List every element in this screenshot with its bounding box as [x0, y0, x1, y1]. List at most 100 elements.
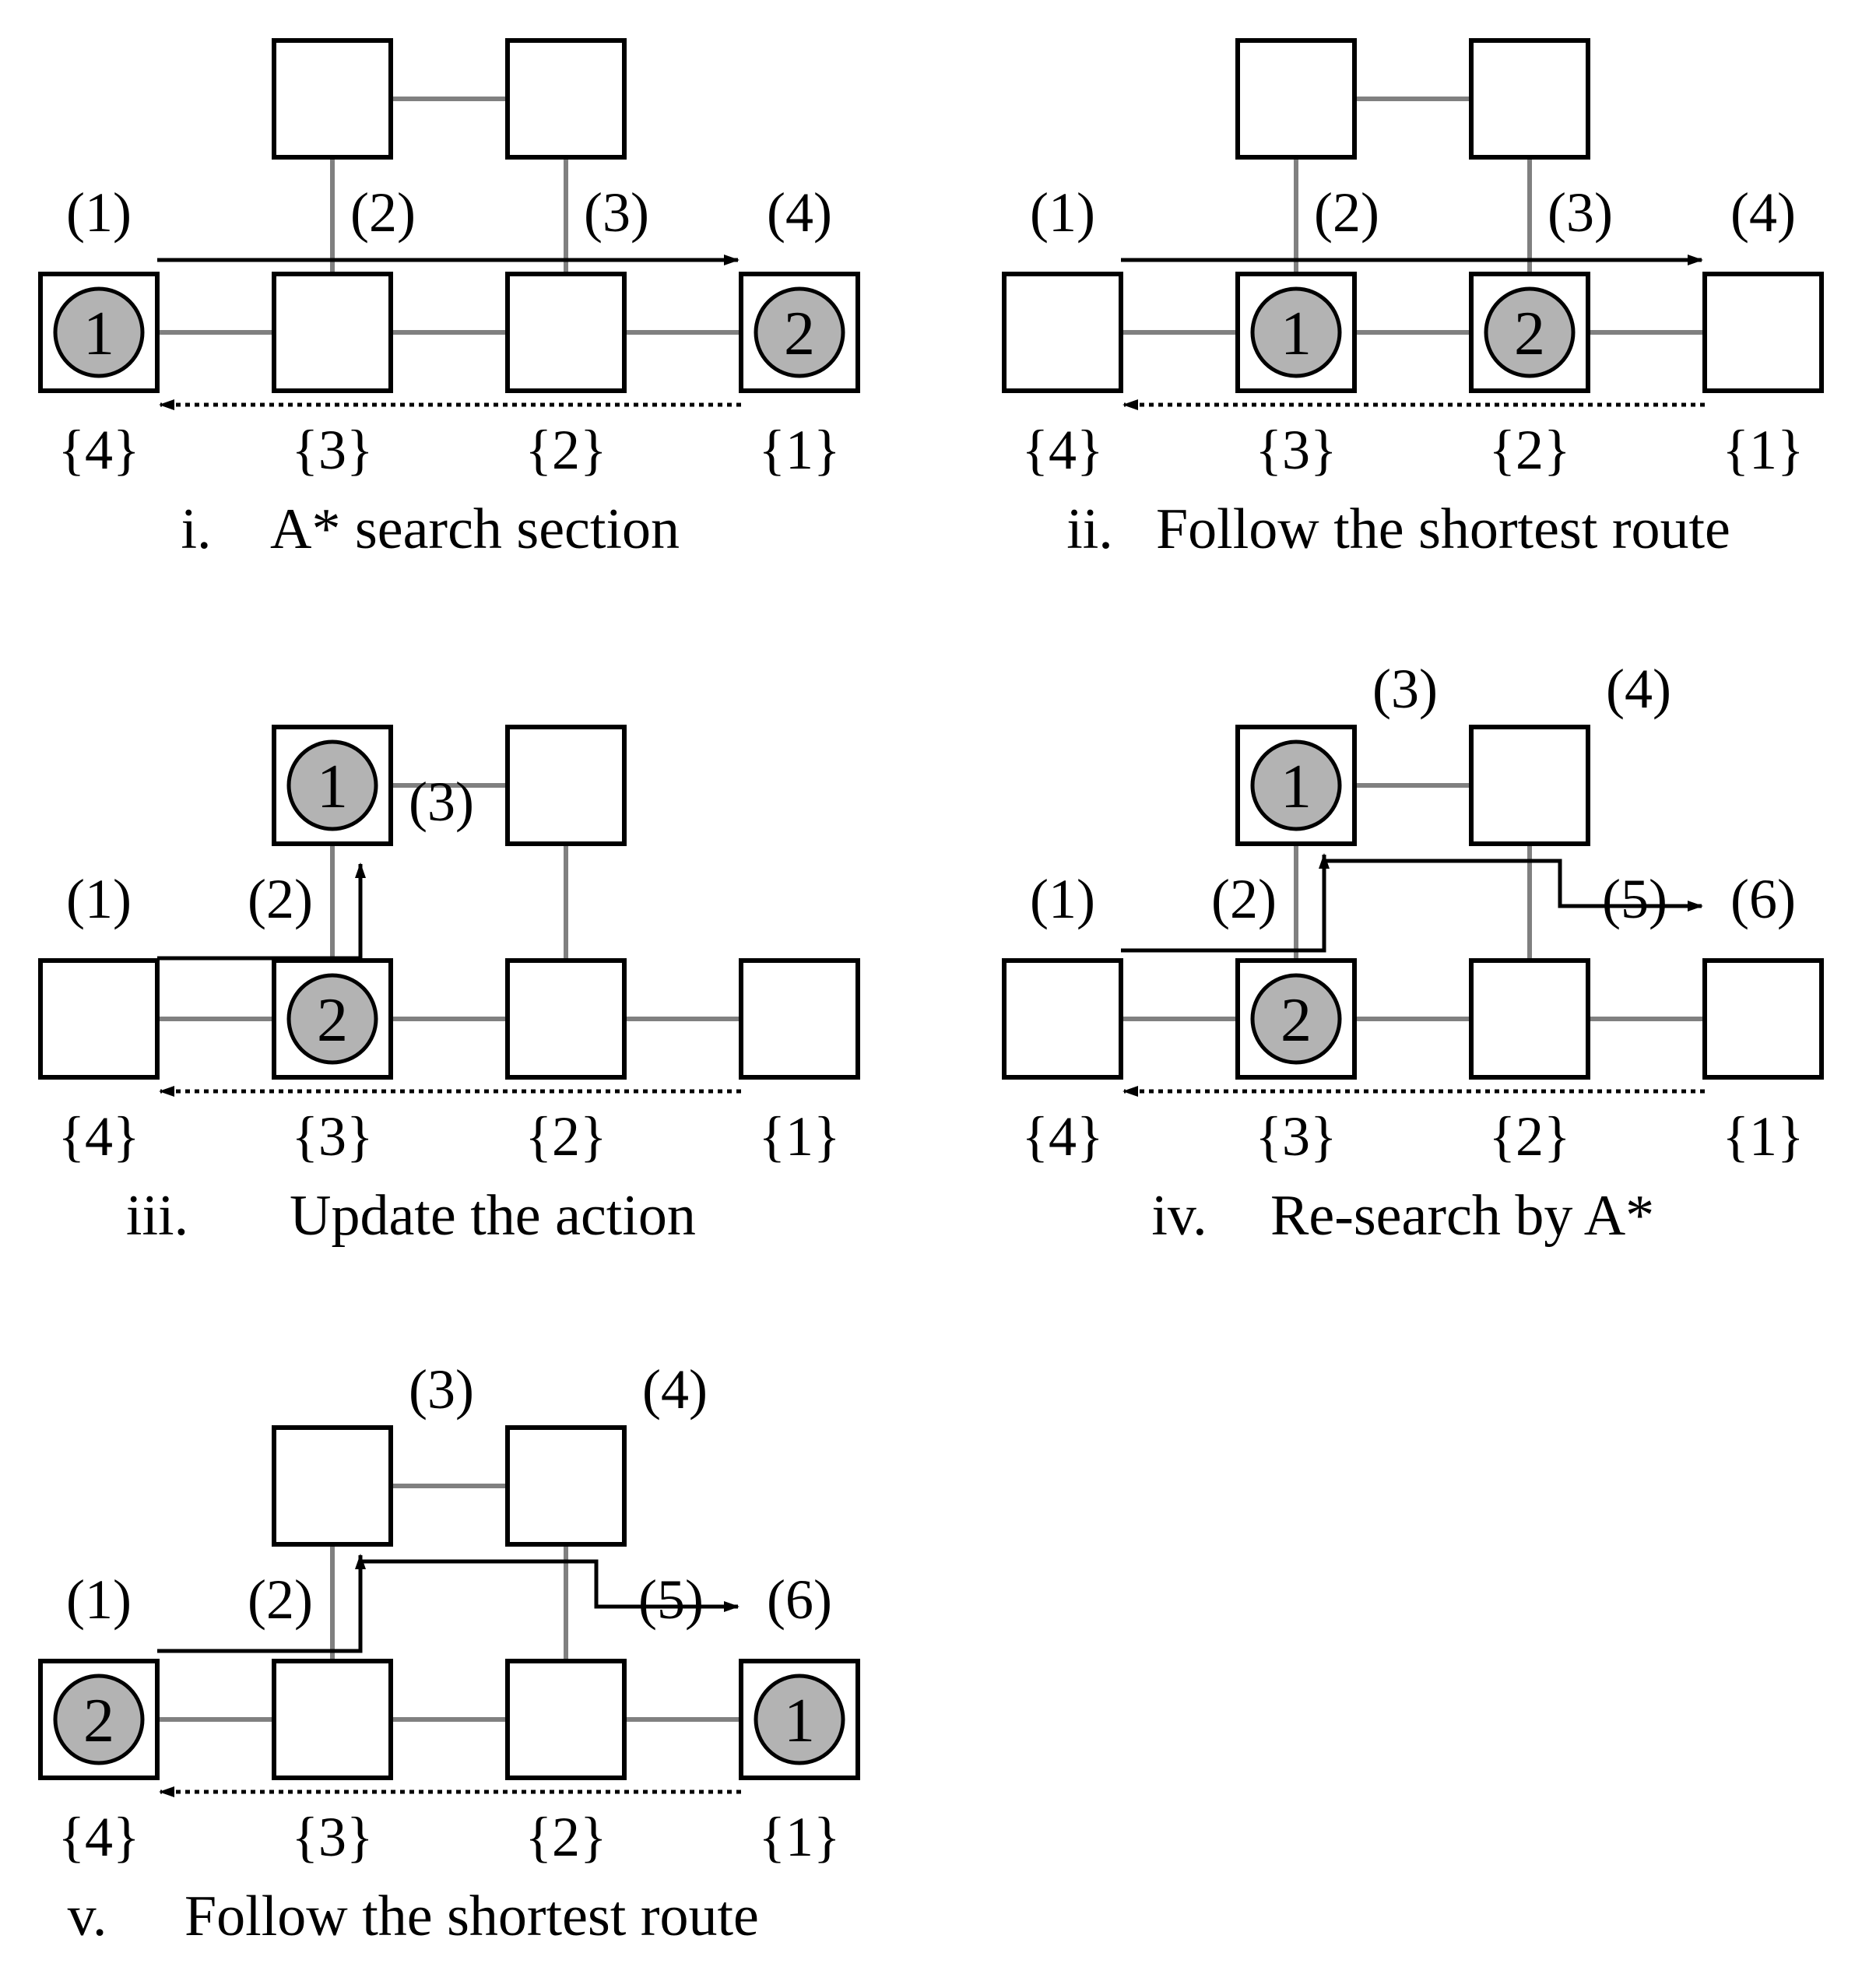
panel-ii: 1 2 (1) (2) (3) (4) {4} {3} {2} {1} ii.Follow the …: [1002, 38, 1824, 561]
step-label: (2): [248, 868, 313, 930]
node-box-top-2: [505, 38, 627, 160]
route-arrow: [157, 862, 741, 1097]
node-box-top-1: [272, 1425, 393, 1547]
step-label: (4): [1606, 658, 1671, 720]
cost-label: {2}: [525, 419, 606, 481]
node-box-bottom-2: [1469, 958, 1590, 1080]
caption-text: Follow the shortest route: [184, 1884, 759, 1948]
caption-text: Follow the shortest route: [1156, 497, 1730, 561]
caption-text: Update the action: [290, 1184, 696, 1248]
step-label: (3): [409, 771, 474, 833]
route-arrow: [1121, 255, 1705, 410]
cost-label: {2}: [1488, 1105, 1570, 1168]
agent-token-1: 1: [286, 739, 378, 831]
caption-number: iii.: [126, 1184, 188, 1248]
agent-token-1: 1: [1250, 286, 1342, 378]
step-label: (3): [409, 1358, 474, 1421]
agent-token-2: 2: [1484, 286, 1576, 378]
node-box-top-2: [505, 1425, 627, 1547]
node-box-bottom-1: [272, 1659, 393, 1780]
agent-token-circle: [53, 1674, 145, 1765]
agent-token-1: 1: [754, 1674, 845, 1765]
cost-label: {1}: [1722, 419, 1804, 481]
step-label: (2): [1211, 868, 1277, 930]
cost-label: {2}: [525, 1806, 606, 1868]
edges: [1121, 783, 1705, 1021]
cost-label: {2}: [1488, 419, 1570, 481]
panel-iv: 12(1)(2)(3)(4)(5)(6){4}{3}{2}{1}iv.Re-se…: [1002, 658, 1824, 1248]
agent-token-2: 2: [1250, 973, 1342, 1065]
agent-token-label: 2: [317, 986, 348, 1055]
step-label: (1): [66, 868, 132, 930]
node-box-top-2: [1469, 725, 1590, 846]
cost-label: {3}: [1255, 1105, 1337, 1168]
edges: [1121, 97, 1705, 335]
agent-token-label: 2: [1281, 986, 1312, 1055]
step-label: (6): [767, 1568, 832, 1631]
panel-caption: v. Follow the shortest route: [68, 1884, 759, 1948]
node-box-bottom-0: [38, 958, 160, 1080]
cost-label: {2}: [525, 1105, 606, 1168]
agent-token-1: 1: [53, 286, 145, 378]
cost-label: {1}: [758, 1105, 840, 1168]
agent-token-circle: [286, 739, 378, 831]
edges: [157, 783, 741, 1021]
step-label: (2): [248, 1568, 313, 1631]
caption-number: v.: [68, 1884, 107, 1948]
cost-label: {3}: [291, 1105, 373, 1168]
caption-text: Re-search by A*: [1270, 1184, 1654, 1248]
route-arrow: [1121, 853, 1705, 1097]
cost-label: {3}: [1255, 419, 1337, 481]
agent-token-2: 2: [286, 973, 378, 1065]
agent-token-circle: [754, 286, 845, 378]
step-label: (1): [66, 1568, 132, 1631]
agent-token-circle: [1250, 286, 1342, 378]
agent-token-2: 2: [53, 1674, 145, 1765]
panel-caption: iii. Update the action: [126, 1184, 696, 1248]
agent-token-label: 1: [1281, 300, 1312, 368]
step-label: (2): [1314, 181, 1379, 244]
node-box-bottom-0: [1002, 958, 1123, 1080]
cost-label: {4}: [1021, 1105, 1103, 1168]
edges: [157, 1484, 741, 1722]
step-label: (5): [1602, 868, 1667, 930]
step-label: (1): [1030, 181, 1095, 244]
cost-label: {3}: [291, 1806, 373, 1868]
step-label: (4): [1730, 181, 1796, 244]
node-box-top-1: [272, 38, 393, 160]
node-box-bottom-3: [1702, 272, 1824, 393]
step-label: (3): [1372, 658, 1438, 720]
step-label: (4): [767, 181, 832, 244]
panel-caption: i.A* search section: [181, 497, 680, 561]
step-label: (1): [66, 181, 132, 244]
node-box-bottom-2: [505, 272, 627, 393]
agent-token-label: 2: [1514, 300, 1545, 368]
agent-token-circle: [754, 1674, 845, 1765]
agent-token-label: 2: [83, 1687, 114, 1755]
caption-number: iv.: [1151, 1184, 1207, 1248]
agent-token-2: 2: [754, 286, 845, 378]
node-box-top-2: [1469, 38, 1590, 160]
step-label: (3): [1548, 181, 1613, 244]
cost-label: {4}: [58, 1806, 139, 1868]
node-box-bottom-0: [1002, 272, 1123, 393]
panel-iii: 12(1)(2)(3){4}{3}{2}{1}iii.Update the ac…: [38, 725, 860, 1248]
agent-token-label: 1: [1281, 753, 1312, 821]
cost-label: {4}: [58, 419, 139, 481]
step-label: (6): [1730, 868, 1796, 930]
agent-token-circle: [1250, 973, 1342, 1065]
panel-caption: ii.Follow the shortest route: [1066, 497, 1730, 561]
cost-label: {4}: [1021, 419, 1103, 481]
edges: [157, 97, 741, 335]
step-label: (5): [638, 1568, 704, 1631]
node-box-bottom-3: [739, 958, 860, 1080]
agent-token-label: 1: [784, 1687, 815, 1755]
step-label: (4): [642, 1358, 708, 1421]
agent-token-circle: [53, 286, 145, 378]
caption-number: i.: [181, 497, 211, 561]
node-box-bottom-1: [272, 272, 393, 393]
